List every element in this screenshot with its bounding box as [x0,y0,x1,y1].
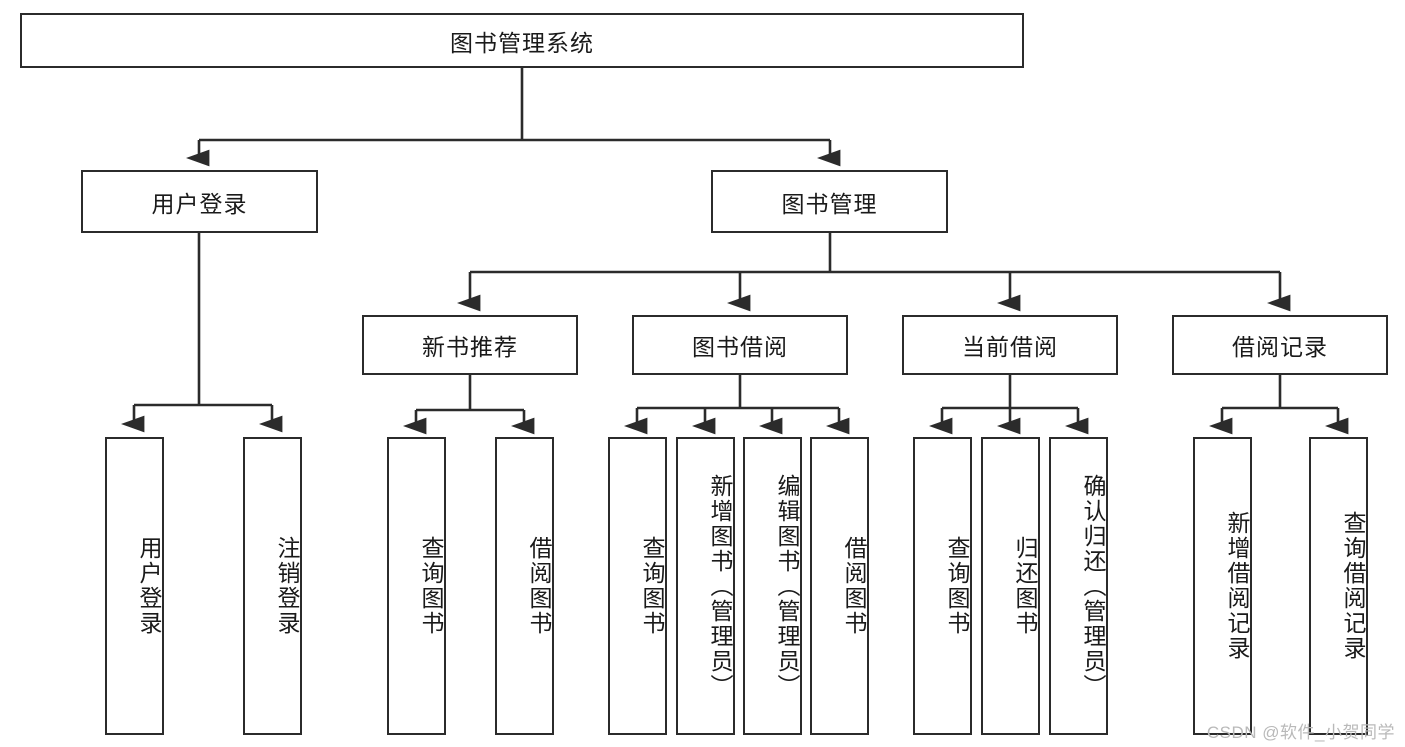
node-label: 图书借阅 [692,334,788,360]
node-label: 用户登录 [151,190,248,217]
node-label: 图书管理 [781,190,878,217]
node-book-management[interactable]: 图书管理 [711,170,948,233]
leaf-current-confirm-return-admin[interactable]: 确认归还（管理员） [1049,437,1108,735]
node-label: 新增借阅记录 [1224,511,1250,661]
node-label: 新书推荐 [422,334,518,360]
node-label: 图书管理系统 [450,29,594,56]
node-label: 注销登录 [274,536,300,636]
node-book-borrow[interactable]: 图书借阅 [632,315,848,375]
node-label: 新增图书（管理员） [707,473,733,699]
leaf-user-login-login[interactable]: 用户登录 [105,437,164,735]
leaf-borrow-query-book[interactable]: 查询图书 [608,437,667,735]
node-label: 查询借阅记录 [1340,511,1366,661]
csdn-watermark: CSDN @软件_小贺同学 [1206,723,1395,742]
node-label: 借阅图书 [526,536,552,636]
node-current-borrow[interactable]: 当前借阅 [902,315,1118,375]
leaf-borrow-add-book-admin[interactable]: 新增图书（管理员） [676,437,735,735]
node-label: 查询图书 [944,536,970,636]
node-borrow-record[interactable]: 借阅记录 [1172,315,1388,375]
node-label: 确认归还（管理员） [1080,473,1106,699]
leaf-borrow-edit-book-admin[interactable]: 编辑图书（管理员） [743,437,802,735]
node-label: 借阅记录 [1232,334,1328,360]
leaf-recommend-borrow-book[interactable]: 借阅图书 [495,437,554,735]
leaf-current-query-book[interactable]: 查询图书 [913,437,972,735]
leaf-borrow-borrow-book[interactable]: 借阅图书 [810,437,869,735]
node-new-book-recommend[interactable]: 新书推荐 [362,315,578,375]
node-label: 用户登录 [136,536,162,636]
node-label: 当前借阅 [962,334,1058,360]
leaf-recommend-query-book[interactable]: 查询图书 [387,437,446,735]
leaf-record-query-record[interactable]: 查询借阅记录 [1309,437,1368,735]
node-label: 归还图书 [1012,536,1038,636]
node-label: 查询图书 [418,536,444,636]
leaf-record-add-record[interactable]: 新增借阅记录 [1193,437,1252,735]
node-label: 借阅图书 [841,536,867,636]
leaf-current-return-book[interactable]: 归还图书 [981,437,1040,735]
node-label: 编辑图书（管理员） [774,473,800,699]
node-user-login[interactable]: 用户登录 [81,170,318,233]
node-label: 查询图书 [639,536,665,636]
node-root-system[interactable]: 图书管理系统 [20,13,1024,68]
leaf-user-login-logout[interactable]: 注销登录 [243,437,302,735]
